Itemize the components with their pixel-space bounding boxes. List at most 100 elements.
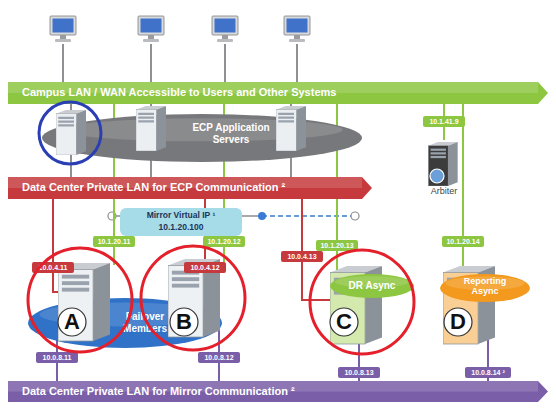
connector-line	[52, 199, 54, 262]
lan-band-text: Campus LAN / WAN Accessible to Users and…	[22, 86, 492, 99]
ip-tag: 10.0.4.12	[184, 262, 226, 273]
user-wire	[63, 44, 297, 82]
rect-shape	[184, 262, 226, 273]
rect-shape	[442, 236, 484, 247]
ip-tag: 10.1.20.11	[93, 236, 135, 247]
ip-tag-text: 10.0.8.12	[198, 353, 240, 362]
rect-shape	[32, 262, 74, 273]
ip-tag: 10.1.41.9	[423, 116, 465, 127]
ip-tag: 10.1.20.12	[203, 236, 245, 247]
letter-circle-text: D	[443, 309, 473, 335]
failover-ellipse-text: Failover Members	[114, 311, 176, 334]
ecp-wire	[53, 262, 332, 300]
band-arrow-shape	[8, 177, 372, 199]
circle-shape	[58, 308, 86, 336]
letter-circle: C	[329, 307, 359, 337]
user-computer-icon	[50, 16, 76, 42]
connector-line	[443, 127, 445, 140]
ip-tag: 10.0.8.12	[198, 352, 240, 363]
server-group-ellipse-text: ECP Application Servers	[187, 122, 275, 145]
ip-tag-text: 10.0.8.11	[36, 353, 78, 362]
user-computer-icon	[284, 16, 310, 42]
letter-circle-text: C	[329, 309, 359, 335]
letter-circle: A	[57, 307, 87, 337]
role-ellipse: Reporting Async	[440, 274, 530, 302]
virtual-ip-box-text: Mirror Virtual IP ¹	[120, 211, 242, 221]
letter-circle: D	[443, 307, 473, 337]
connector-line	[218, 363, 220, 381]
lan-band-text: Data Center Private LAN for ECP Communic…	[22, 181, 362, 194]
server-wire	[71, 104, 291, 112]
connector-line	[487, 378, 489, 381]
ip-tag: 10.1.20.14	[442, 236, 484, 247]
letter-circle-text: A	[57, 309, 87, 335]
arbiter-node-text: Arbiter	[414, 186, 474, 196]
connector-line	[358, 378, 360, 381]
ellipse-shape	[330, 274, 414, 298]
ip-tag: 10.0.4.13	[281, 251, 323, 262]
circle-shape	[330, 308, 358, 336]
connector-line	[56, 363, 58, 381]
ip-tag-text: 10.0.4.12	[184, 263, 226, 272]
rect-shape	[36, 352, 78, 363]
lan-band: Data Center Private LAN for ECP Communic…	[8, 177, 372, 199]
band-arrow-shape	[8, 381, 548, 402]
band-arrow-shape	[8, 82, 548, 104]
connector-line	[336, 104, 338, 240]
rect-shape	[423, 116, 465, 127]
circle-shape	[170, 308, 198, 336]
rect-shape	[316, 240, 358, 251]
ip-tag-text: 10.1.20.14	[442, 237, 484, 246]
role-ellipse-text: DR Async	[330, 280, 414, 292]
ip-tag-text: 10.1.20.11	[93, 237, 135, 246]
rect-shape	[281, 251, 323, 262]
ip-tag: 10.0.4.11	[32, 262, 74, 273]
virtual-ip-box-text: 10.1.20.100	[120, 223, 242, 233]
arbiter-server-icon	[428, 142, 457, 186]
ellipse-shape	[440, 274, 530, 302]
rect-shape	[198, 352, 240, 363]
ip-tag-text: 10.1.20.12	[203, 237, 245, 246]
lan-wire	[114, 247, 463, 270]
rect-shape	[203, 236, 245, 247]
lan-band: Campus LAN / WAN Accessible to Users and…	[8, 82, 548, 104]
letter-circle: B	[169, 307, 199, 337]
rect-shape	[338, 367, 380, 378]
ip-tag: 10.0.8.14 ²	[465, 367, 511, 378]
role-ellipse: DR Async	[330, 274, 414, 298]
ip-tag: 10.0.8.11	[36, 352, 78, 363]
circle-shape	[444, 308, 472, 336]
letter-circle-text: B	[169, 309, 199, 335]
highlight-circle	[310, 250, 414, 354]
ip-tag-text: 10.0.8.14 ²	[465, 368, 511, 377]
ip-tag-text: 10.0.4.13	[281, 252, 323, 261]
rect-shape	[120, 208, 242, 236]
virtual-ip-box: Mirror Virtual IP ¹ 10.1.20.100	[120, 208, 242, 236]
rect-shape	[93, 236, 135, 247]
ip-tag: 10.0.8.13	[338, 367, 380, 378]
virtual-ip-dashed-line	[262, 215, 355, 217]
connector-line	[301, 199, 303, 251]
globe-symbol	[430, 169, 444, 183]
server-group-ellipse: ECP Application Servers	[42, 114, 362, 162]
lan-band-text: Data Center Private LAN for Mirror Commu…	[22, 385, 492, 398]
connector-line	[443, 104, 445, 116]
virtual-ip-active-dot	[258, 212, 266, 220]
user-computer-icon	[212, 16, 238, 42]
ip-tag: 10.1.20.13	[316, 240, 358, 251]
virtual-ip-endpoint	[108, 212, 116, 220]
rect-shape	[465, 367, 511, 378]
failover-ellipse: Failover Members A B	[28, 298, 222, 348]
ip-tag-text: 10.1.20.13	[316, 241, 358, 250]
ellipse-shape	[28, 298, 222, 348]
ip-tag-text: 10.0.4.11	[32, 263, 74, 272]
lan-band: Data Center Private LAN for Mirror Commu…	[8, 381, 548, 402]
ip-tag-text: 10.1.41.9	[423, 117, 465, 126]
server-group-ellipse-shape	[42, 114, 362, 162]
virtual-ip-endpoint	[351, 212, 359, 220]
ip-tag-text: 10.0.8.13	[338, 368, 380, 377]
